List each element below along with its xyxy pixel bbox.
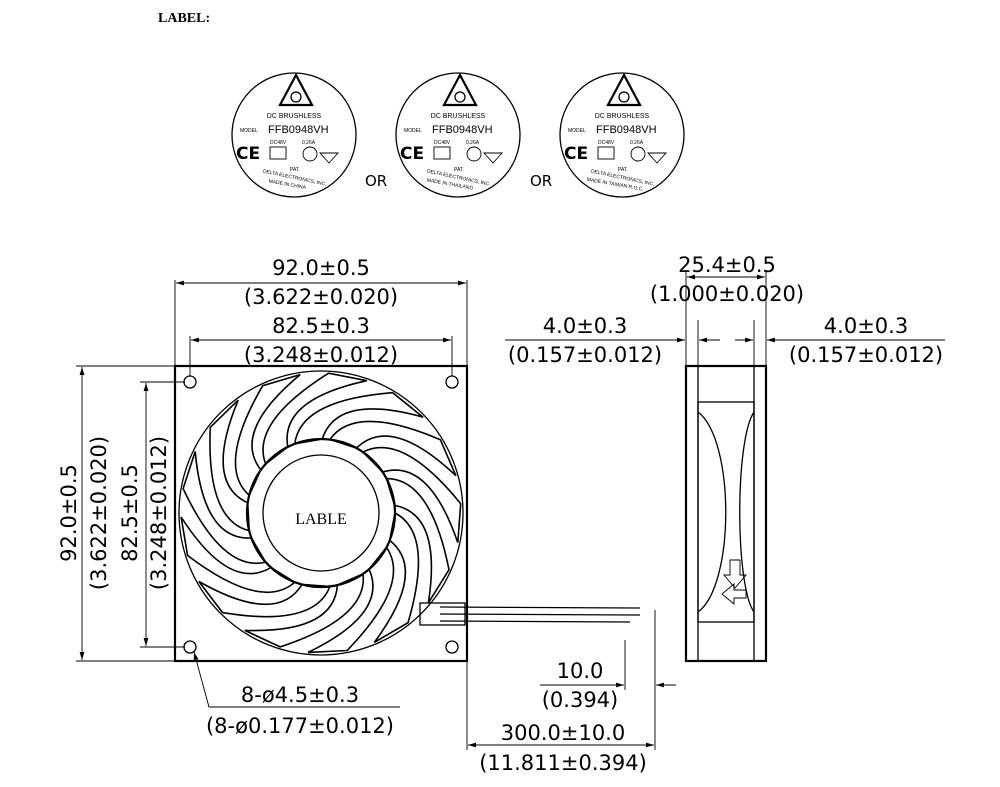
badge-pat: PAT. (290, 167, 300, 173)
badge-pat: PAT. (618, 167, 628, 173)
airflow-arrow-icon (723, 559, 747, 589)
mount-hole-bottom-left (183, 640, 197, 654)
lead-dimensions: 10.0 (0.394) 300.0±10.0 (11.811±0.394) (466, 610, 676, 775)
fan-hub-label-ring (262, 454, 380, 572)
fan-hub-outer (245, 437, 397, 589)
fan-blade (328, 420, 457, 477)
dim-front-width-mm: 92.0±0.5 (272, 256, 370, 280)
csa-mark-icon (630, 146, 646, 162)
dim-hole-dia-mm: 8-ø4.5±0.3 (241, 683, 359, 707)
badge-current: 0.26A (630, 140, 644, 146)
fan-blade (293, 391, 424, 445)
mount-hole-top-right (445, 375, 459, 389)
badge-voltage: DC48V (598, 140, 615, 146)
dim-depth-mm: 25.4±0.5 (678, 253, 776, 277)
ul-mark-icon (433, 146, 451, 160)
badge-model: FFB0948VH (432, 124, 493, 136)
fan-frame-outline (173, 364, 469, 663)
dim-flange-right-in: (0.157±0.012) (789, 343, 943, 367)
badge-model: FFB0948VH (268, 124, 329, 136)
dim-lead-in: (11.811±0.394) (479, 751, 647, 775)
dim-hole-spacing-mm: 82.5±0.3 (272, 314, 370, 338)
csa-mark-icon (302, 146, 318, 162)
mount-hole-bottom-right (445, 640, 459, 654)
fan-side-view (684, 364, 768, 663)
badge-model-prefix: MODEL (568, 128, 586, 134)
wire-exit-clip (419, 602, 466, 626)
badge-current: 0.26A (466, 140, 480, 146)
fan-blade (244, 572, 365, 648)
badge-line1: DC BRUSHLESS (595, 113, 650, 120)
fan-front-view: LABLE (173, 364, 641, 663)
badge-current: 0.26A (302, 140, 316, 146)
dim-strip-in: (0.394) (542, 688, 619, 712)
ul-mark-icon (269, 146, 287, 160)
dim-flange-left-in: (0.157±0.012) (508, 343, 662, 367)
badge-voltage: DC48V (434, 140, 451, 146)
side-dimensions: 25.4±0.5 (1.000±0.020) 4.0±0.3 (0.157±0.… (505, 253, 945, 367)
badge-line1: DC BRUSHLESS (431, 113, 486, 120)
label-badge-china: DC BRUSHLESS MODEL FFB0948VH CE DC48V 0.… (231, 72, 357, 198)
fan-venturi-ring (178, 370, 464, 656)
fan-blade (180, 516, 297, 594)
label-badge-thailand: DC BRUSHLESS MODEL FFB0948VH CE DC48V 0.… (395, 72, 521, 198)
side-motor-body (697, 401, 755, 623)
fan-blade (373, 511, 420, 644)
dim-height-mm: 92.0±0.5 (57, 464, 81, 562)
fan-blade (385, 477, 450, 604)
ce-mark-icon: CE (236, 144, 260, 164)
hub-label: LABLE (295, 511, 347, 528)
ul-mark-icon (597, 146, 615, 160)
rotation-arrow-icon (721, 583, 747, 605)
badge-model: FFB0948VH (596, 124, 657, 136)
side-frame-outline (684, 364, 768, 663)
dim-flange-right-mm: 4.0±0.3 (824, 314, 908, 338)
dim-depth-in: (1.000±0.020) (650, 282, 804, 306)
badge-line1: DC BRUSHLESS (267, 113, 322, 120)
label-badge-taiwan: DC BRUSHLESS MODEL FFB0948VH CE DC48V 0.… (559, 72, 685, 198)
vde-mark-icon (482, 152, 504, 164)
badge-pat: PAT. (454, 167, 464, 173)
dim-strip-mm: 10.0 (557, 659, 604, 683)
fan-blade (361, 446, 462, 543)
fan-blades (180, 372, 462, 654)
dim-lead-mm: 300.0±10.0 (501, 721, 625, 745)
or-text-1: OR (365, 172, 387, 190)
csa-mark-icon (466, 146, 482, 162)
dim-hole-dia-in: (8-ø0.177±0.012) (206, 714, 394, 738)
mount-hole-top-left (183, 375, 197, 389)
front-dimensions: 92.0±0.5 (3.622±0.020) 82.5±0.3 (3.248±0… (57, 256, 468, 738)
fan-blade (307, 546, 395, 654)
vde-mark-icon (318, 152, 340, 164)
or-text-2: OR (530, 172, 552, 190)
fan-blade (262, 372, 368, 466)
fan-blade (234, 373, 301, 497)
fan-blade (198, 580, 332, 618)
label-heading: LABEL: (158, 11, 210, 26)
lead-wires (439, 606, 641, 623)
fan-blade (182, 451, 267, 564)
ce-mark-icon: CE (564, 144, 588, 164)
dim-hole-spacing-in: (3.248±0.012) (244, 343, 398, 367)
vde-mark-icon (646, 152, 668, 164)
badge-model-prefix: MODEL (404, 128, 422, 134)
badge-model-prefix: MODEL (240, 128, 258, 134)
dim-hole-vert-mm: 82.5±0.5 (118, 464, 142, 562)
dim-front-width-in: (3.622±0.020) (244, 285, 398, 309)
fan-blade (209, 399, 251, 532)
badge-voltage: DC48V (270, 140, 287, 146)
dim-height-in: (3.622±0.020) (87, 436, 111, 590)
ce-mark-icon: CE (400, 144, 424, 164)
dim-hole-vert-in: (3.248±0.012) (147, 436, 171, 590)
dim-flange-left-mm: 4.0±0.3 (543, 314, 627, 338)
